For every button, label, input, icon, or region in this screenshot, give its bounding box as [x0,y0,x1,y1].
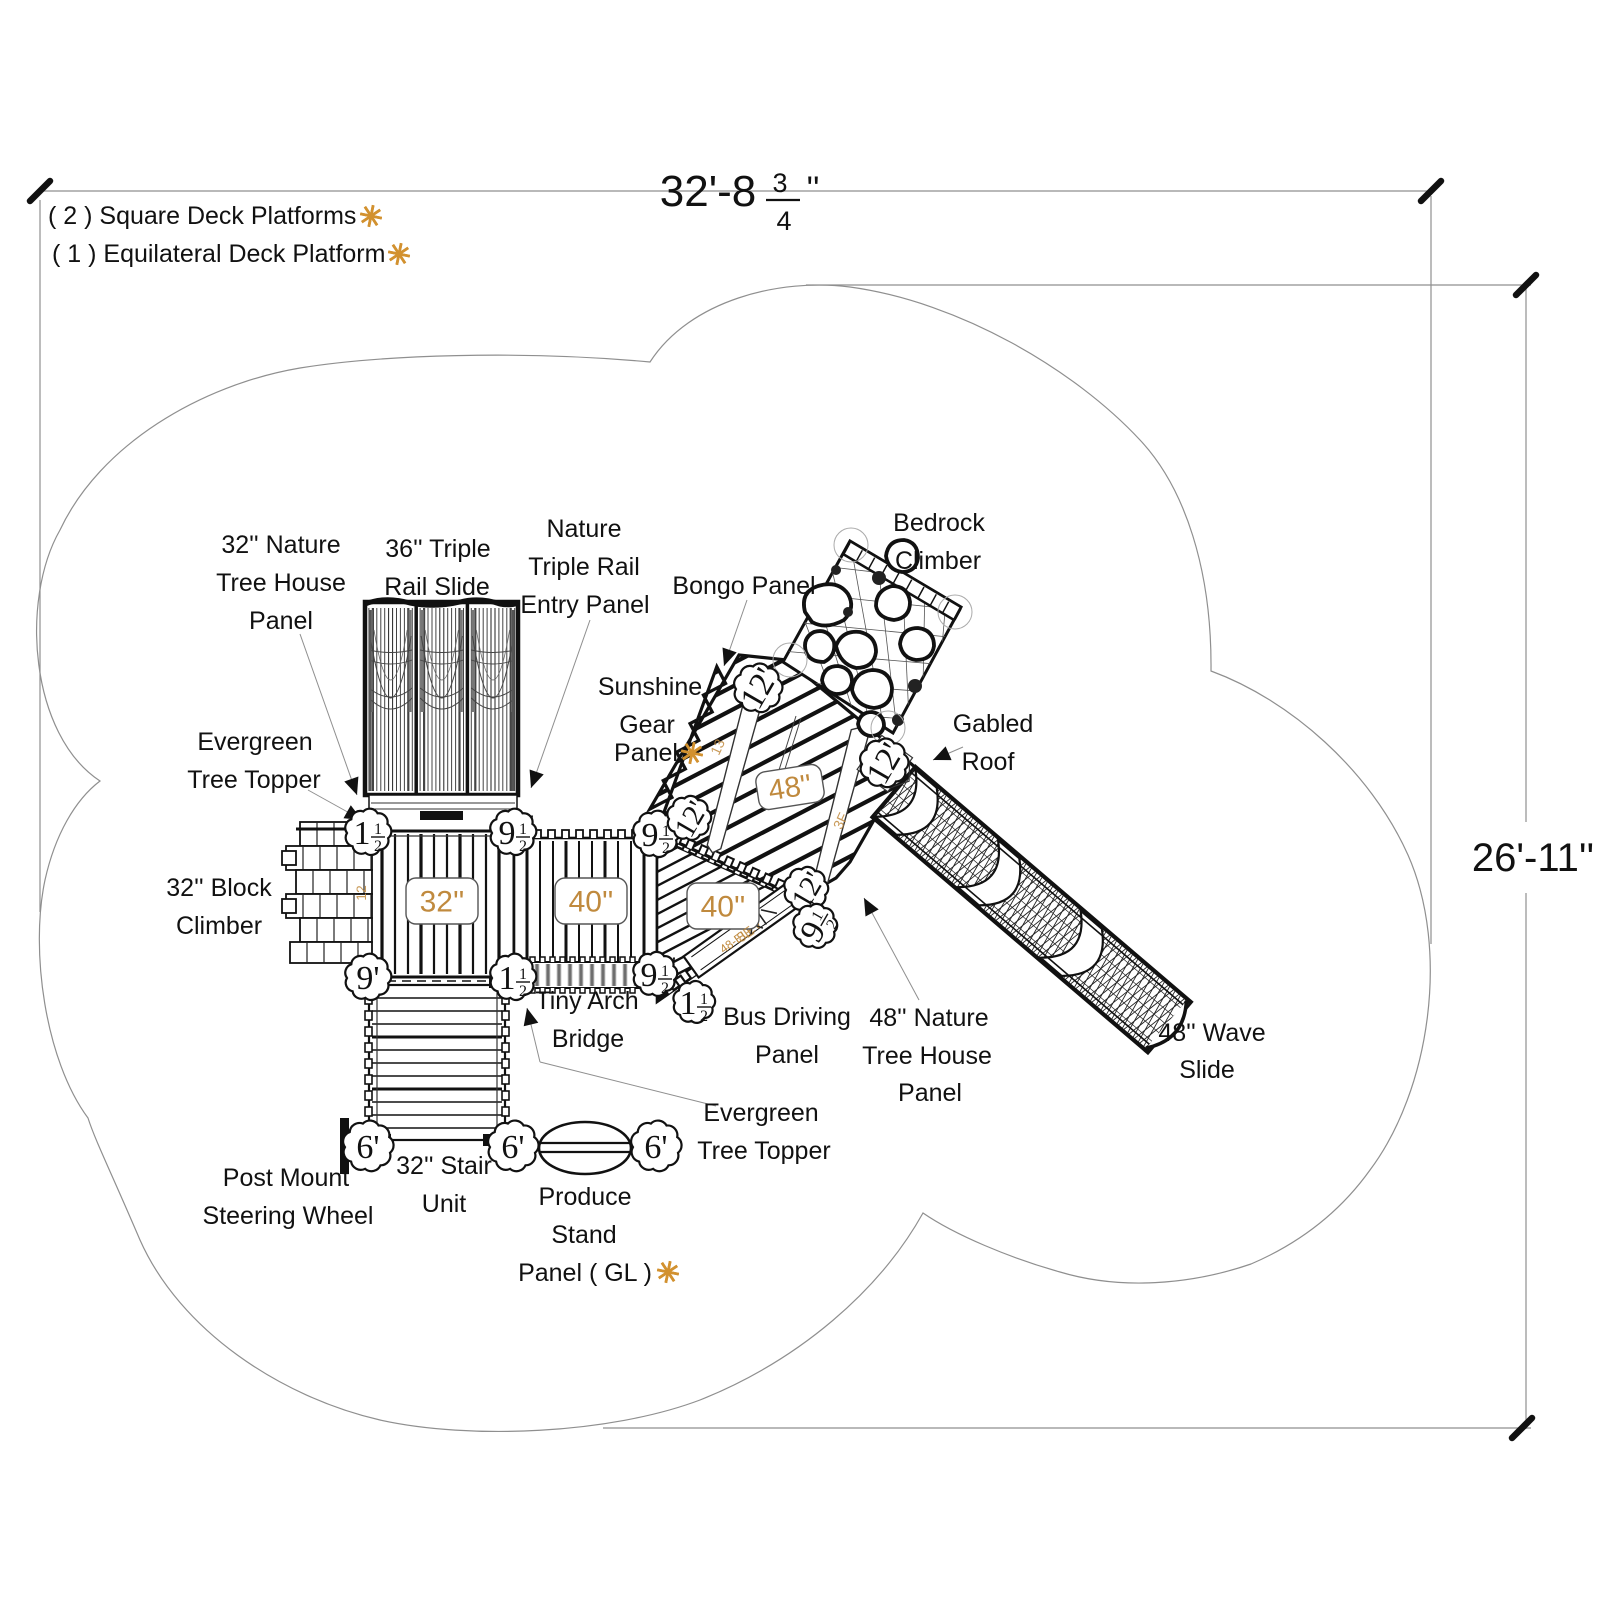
svg-text:Climber: Climber [895,547,981,575]
svg-text:Post Mount: Post Mount [223,1164,350,1192]
svg-text:Panel: Panel [898,1079,962,1107]
svg-text:1: 1 [662,823,670,840]
svg-text:32'' Nature: 32'' Nature [221,531,340,559]
svg-text:1: 1 [680,985,697,1022]
svg-text:9: 9 [499,815,516,852]
svg-text:Evergreen: Evergreen [703,1099,818,1127]
svg-text:1: 1 [661,963,669,980]
svg-text:Slide: Slide [1179,1056,1235,1084]
svg-text:2: 2 [519,983,527,1000]
svg-text:9: 9 [642,817,659,854]
svg-text:6': 6' [501,1129,524,1166]
svg-text:Bridge: Bridge [552,1025,624,1053]
svg-text:Nature: Nature [546,515,621,543]
svg-text:26'-11'': 26'-11'' [1472,836,1594,880]
svg-text:( 1 ) Equilateral Deck Platfor: ( 1 ) Equilateral Deck Platform [52,240,385,268]
svg-text:Steering Wheel: Steering Wheel [203,1202,374,1230]
svg-text:Gear: Gear [619,711,675,739]
svg-text:3: 3 [772,168,787,198]
svg-text:2: 2 [519,838,527,855]
svg-text:36'' Triple: 36'' Triple [385,535,490,563]
svg-text:Bus Driving: Bus Driving [723,1003,851,1031]
svg-text:Entry Panel: Entry Panel [520,591,649,619]
svg-text:13: 13 [707,736,728,757]
svg-text:48'' Wave: 48'' Wave [1158,1019,1265,1047]
svg-text:': ' [530,810,534,835]
svg-text:1: 1 [354,815,371,852]
svg-text:( 2 ) Square Deck Platforms: ( 2 ) Square Deck Platforms [48,202,356,230]
svg-text:Tree Topper: Tree Topper [697,1137,830,1165]
svg-text:32'' Block: 32'' Block [166,874,272,902]
svg-text:3F: 3F [830,810,851,832]
svg-text:2: 2 [374,838,382,855]
svg-text:Tree Topper: Tree Topper [187,766,320,794]
svg-text:4: 4 [776,206,791,236]
svg-text:Produce: Produce [538,1183,631,1211]
svg-text:Gabled: Gabled [953,710,1034,738]
svg-text:Climber: Climber [176,912,262,940]
svg-text:1: 1 [519,966,527,983]
svg-text:1: 1 [374,821,382,838]
svg-text:Roof: Roof [962,748,1015,776]
svg-text:Bedrock: Bedrock [893,509,985,537]
svg-text:Panel: Panel [614,739,678,767]
svg-text:32'': 32'' [420,886,465,919]
svg-text:Tree House: Tree House [862,1042,992,1070]
svg-text:1: 1 [519,821,527,838]
svg-text:12: 12 [353,885,369,901]
svg-text:Panel ( GL ): Panel ( GL ) [518,1259,652,1287]
svg-text:Bongo Panel: Bongo Panel [672,572,815,600]
svg-text:32'-8: 32'-8 [660,167,756,216]
svg-text:9: 9 [641,957,658,994]
svg-text:48'' Nature: 48'' Nature [869,1004,988,1032]
svg-text:32'' Stair: 32'' Stair [396,1152,492,1180]
svg-text:1: 1 [700,991,708,1008]
svg-text:Stand: Stand [551,1221,616,1249]
svg-text:40'': 40'' [569,886,614,919]
svg-text:Evergreen: Evergreen [197,728,312,756]
svg-text:6': 6' [644,1129,667,1166]
svg-text:': ' [672,952,676,977]
svg-text:Triple Rail: Triple Rail [528,553,640,581]
svg-text:Rail Slide: Rail Slide [384,573,490,601]
svg-text:Tree House: Tree House [216,569,346,597]
svg-text:6': 6' [356,1129,379,1166]
svg-text:40'': 40'' [701,891,746,924]
svg-text:2: 2 [700,1008,708,1025]
svg-text:2: 2 [661,980,669,997]
svg-text:2: 2 [662,840,670,857]
svg-text:Panel: Panel [755,1041,819,1069]
svg-text:48'': 48'' [766,769,814,807]
svg-text:'': '' [807,170,820,208]
svg-text:Sunshine: Sunshine [598,673,702,701]
svg-text:1: 1 [499,960,516,997]
svg-text:Unit: Unit [422,1190,467,1218]
svg-text:Panel: Panel [249,607,313,635]
svg-text:Tiny Arch: Tiny Arch [535,987,638,1015]
svg-text:9': 9' [356,960,379,997]
